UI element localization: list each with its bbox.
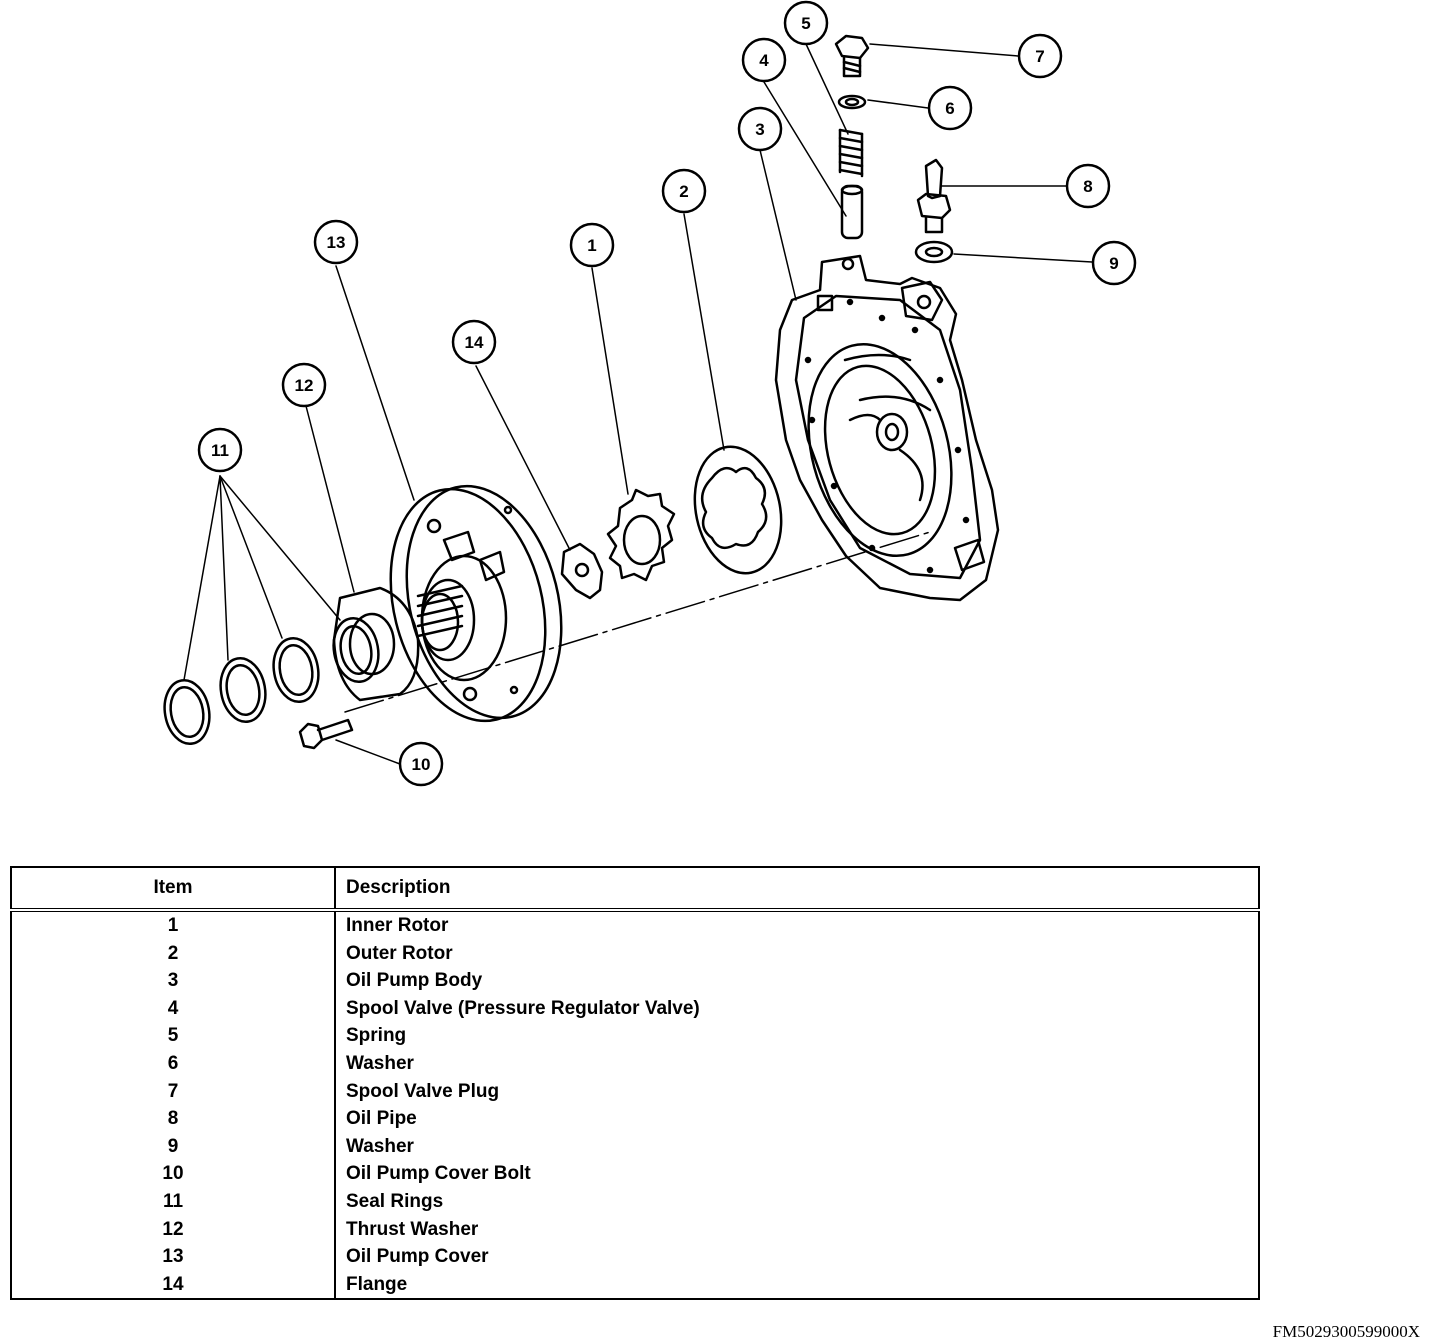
legend-row: 1 Inner Rotor xyxy=(11,910,1259,940)
legend-item-number: 4 xyxy=(11,994,336,1023)
callout-circle xyxy=(1017,33,1063,79)
callout-number: 4 xyxy=(759,51,769,70)
callout-number: 10 xyxy=(412,755,431,774)
callout-number: 5 xyxy=(801,14,810,33)
legend-row: 13 Oil Pump Cover xyxy=(11,1243,1259,1271)
callout-circle xyxy=(1065,163,1111,209)
callout-circle xyxy=(741,37,787,83)
legend-item-number: 12 xyxy=(11,1215,336,1244)
legend-item-number: 11 xyxy=(11,1187,336,1216)
legend-item-description: Outer Rotor xyxy=(346,942,453,964)
callout-circle xyxy=(451,319,497,365)
legend-item-description: Spool Valve Plug xyxy=(346,1080,500,1102)
callout-number: 3 xyxy=(755,120,764,139)
legend-item-number: 8 xyxy=(11,1105,336,1133)
spring-part xyxy=(838,128,864,178)
callout-number: 11 xyxy=(211,441,229,460)
callout-circle xyxy=(1091,240,1137,286)
legend-item-number: 14 xyxy=(11,1270,336,1300)
outer-rotor-part xyxy=(693,445,783,575)
spool-valve-part xyxy=(840,184,864,240)
callout-circle xyxy=(737,106,783,152)
oil-pipe-part xyxy=(916,158,952,234)
legend-row: 5 Spring xyxy=(11,1022,1259,1050)
legend-item-number: 2 xyxy=(11,939,336,968)
oil-pump-body-part xyxy=(774,254,1000,602)
callout-circle xyxy=(927,85,973,131)
callout-number: 6 xyxy=(945,99,954,118)
legend-item-number: 6 xyxy=(11,1049,336,1078)
legend-item-number: 9 xyxy=(11,1132,336,1161)
legend-item-description: Spool Valve (Pressure Regulator Valve) xyxy=(346,997,700,1019)
callout-circle xyxy=(398,741,444,787)
cover-bolt-part xyxy=(298,718,354,750)
callout-circle xyxy=(783,0,829,46)
legend-item-description: Seal Rings xyxy=(346,1190,444,1212)
flange-part xyxy=(560,542,604,600)
callout-number: 14 xyxy=(465,333,484,352)
legend-item-number: 3 xyxy=(11,967,336,995)
washer-6-part xyxy=(837,94,867,110)
washer-9-part xyxy=(914,240,954,264)
legend-row: 9 Washer xyxy=(11,1132,1259,1161)
callout-circle xyxy=(313,219,359,265)
legend-item-description: Spring xyxy=(346,1025,407,1047)
figure-code: FM5029300599000X xyxy=(1272,1322,1420,1341)
callout-circle xyxy=(197,427,243,473)
legend-row: 2 Outer Rotor xyxy=(11,939,1259,968)
legend-item-description: Washer xyxy=(346,1135,414,1157)
spool-valve-plug-part xyxy=(834,34,870,78)
legend-header-row: Item Description xyxy=(11,867,1259,912)
callout-number: 8 xyxy=(1083,177,1092,196)
callout-number: 1 xyxy=(587,236,596,255)
legend-item-number: 13 xyxy=(11,1243,336,1271)
callout-number: 12 xyxy=(295,376,314,395)
leader-lines xyxy=(183,43,1093,765)
callout-number: 13 xyxy=(327,233,346,252)
parts-legend-table: Item Description 1 Inner Rotor 2 Outer Roto… xyxy=(10,866,1260,1301)
legend-row: 11 Seal Rings xyxy=(11,1187,1259,1216)
callout-number: 2 xyxy=(679,182,688,201)
legend-row: 10 Oil Pump Cover Bolt xyxy=(11,1160,1259,1188)
legend-item-description: Oil Pipe xyxy=(346,1108,417,1130)
legend-item-description: Oil Pump Body xyxy=(346,970,483,992)
legend-item-number: 7 xyxy=(11,1077,336,1106)
legend-item-description: Oil Pump Cover Bolt xyxy=(346,1163,531,1185)
callout-number: 9 xyxy=(1109,254,1118,273)
callout-circle xyxy=(661,168,707,214)
legend-row: 6 Washer xyxy=(11,1049,1259,1078)
callout-circle xyxy=(281,362,327,408)
header-item: Item xyxy=(11,867,336,912)
oil-pump-cover-part xyxy=(389,484,563,723)
header-description: Description xyxy=(335,867,1259,912)
callout-circle xyxy=(569,222,615,268)
seal-rings-part xyxy=(163,617,380,745)
legend-item-description: Washer xyxy=(346,1052,414,1074)
legend-item-description: Thrust Washer xyxy=(346,1218,479,1240)
legend-row: 3 Oil Pump Body xyxy=(11,967,1259,995)
legend-row: 14 Flange xyxy=(11,1270,1259,1300)
legend-row: 8 Oil Pipe xyxy=(11,1105,1259,1133)
inner-rotor-part xyxy=(606,488,676,582)
legend-item-description: Oil Pump Cover xyxy=(346,1246,489,1268)
legend-item-number: 5 xyxy=(11,1022,336,1050)
legend-row: 4 Spool Valve (Pressure Regulator Valve) xyxy=(11,994,1259,1023)
legend-item-number: 1 xyxy=(11,910,336,940)
legend-item-number: 10 xyxy=(11,1160,336,1188)
callout-number: 7 xyxy=(1035,47,1044,66)
legend-row: 12 Thrust Washer xyxy=(11,1215,1259,1244)
legend-item-description: Inner Rotor xyxy=(346,915,449,936)
legend-row: 7 Spool Valve Plug xyxy=(11,1077,1259,1106)
legend-item-description: Flange xyxy=(346,1273,408,1295)
